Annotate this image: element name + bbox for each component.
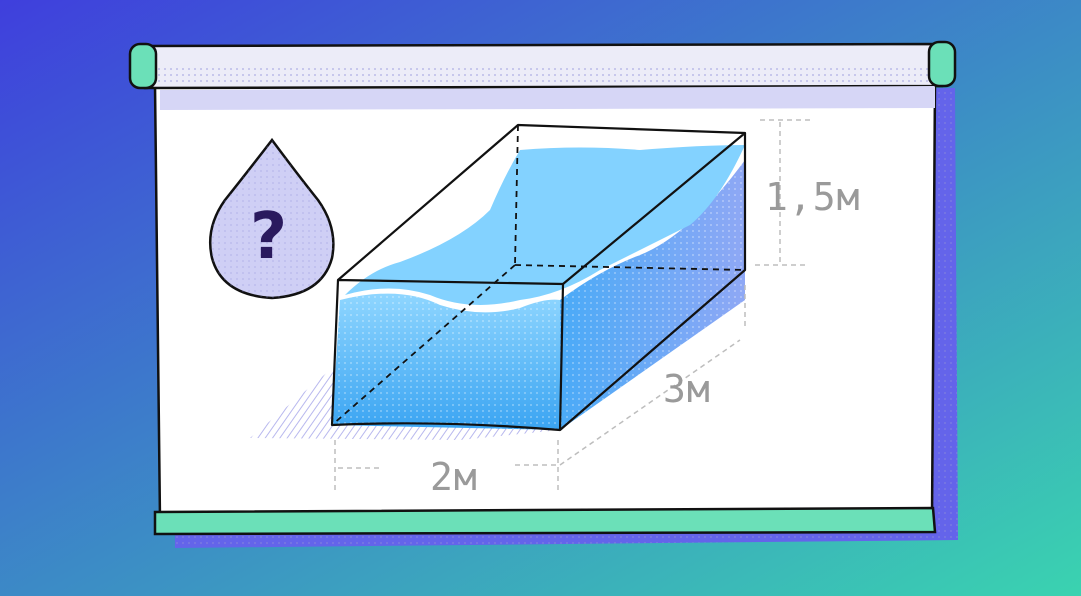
water-drop-icon: ? bbox=[208, 137, 335, 300]
bottom-roller bbox=[153, 506, 937, 536]
width-label: 2м bbox=[430, 455, 478, 499]
question-mark: ? bbox=[250, 200, 287, 274]
top-roller bbox=[128, 40, 957, 110]
length-label: 3м bbox=[663, 367, 711, 411]
pool-outline bbox=[330, 123, 747, 432]
dimension-guides bbox=[334, 119, 810, 490]
water-surface bbox=[345, 145, 745, 305]
height-label: 1,5м bbox=[765, 175, 861, 219]
hidden-edges bbox=[331, 124, 746, 426]
